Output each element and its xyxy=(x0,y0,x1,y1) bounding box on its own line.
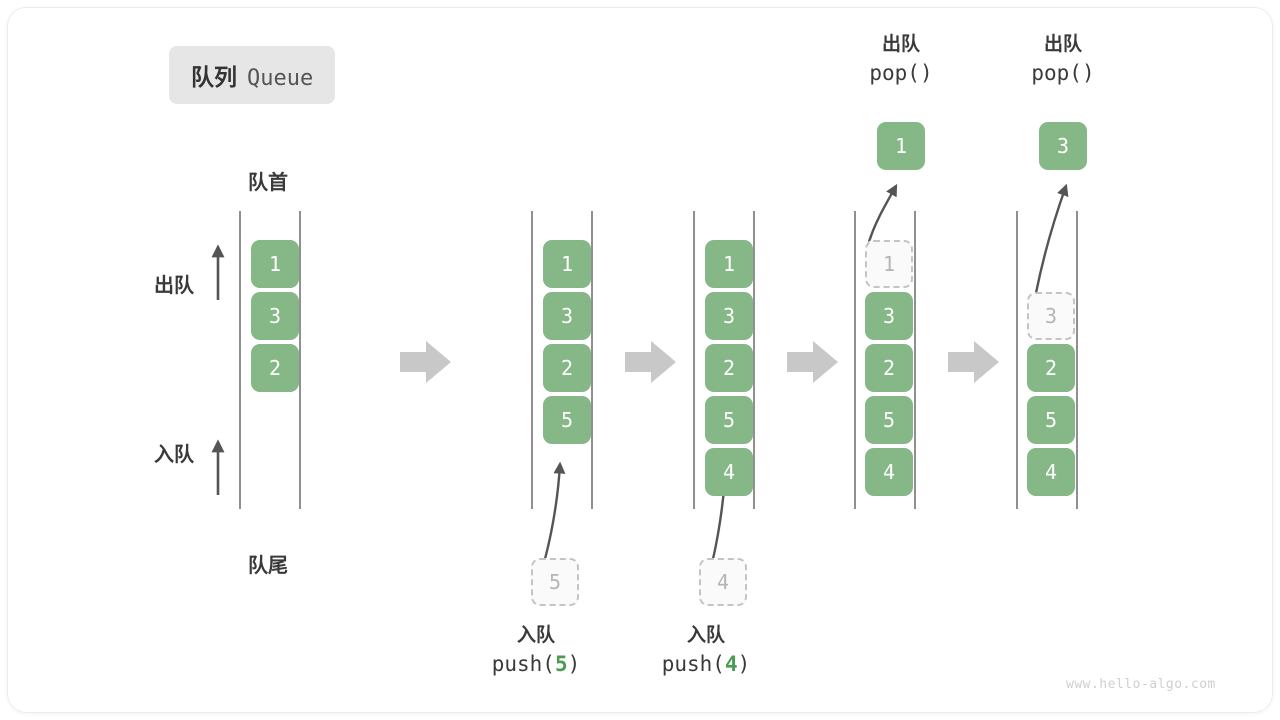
operation-fn: pop( xyxy=(869,61,920,85)
rails-column-3 xyxy=(693,211,755,509)
queue-cell: 2 xyxy=(705,344,753,392)
queue-cell: 1 xyxy=(543,240,591,288)
queue-cell-new: 5 xyxy=(543,396,591,444)
operation-label-pop-1: 出队 pop() xyxy=(811,32,991,88)
queue-cell: 5 xyxy=(865,396,913,444)
queue-cell: 5 xyxy=(705,396,753,444)
rails-column-4 xyxy=(854,211,916,509)
operation-arg: 4 xyxy=(724,652,738,676)
label-head: 队首 xyxy=(248,172,288,194)
removed-element-ghost: 3 xyxy=(1027,292,1075,340)
operation-code: push(5) xyxy=(456,649,616,679)
operation-fn-end: ) xyxy=(567,652,581,676)
pop-1-arrow xyxy=(867,183,898,243)
queue-cell: 2 xyxy=(543,344,591,392)
operation-label-push-5: 入队 push(5) xyxy=(456,623,616,679)
operation-label-push-4: 入队 push(4) xyxy=(626,623,786,679)
diagram-vectors xyxy=(211,183,1078,560)
operation-fn-end: ) xyxy=(1081,61,1095,85)
operation-cn: 出队 xyxy=(881,34,920,55)
operation-arg: 5 xyxy=(554,652,568,676)
title-en: Queue xyxy=(247,66,314,91)
diagram-stage: 队列 Queue 队首 队尾 出队 入队 xyxy=(8,8,1272,712)
removed-element-ghost: 1 xyxy=(865,240,913,288)
queue-cell: 3 xyxy=(865,292,913,340)
popped-element: 3 xyxy=(1039,122,1087,170)
queue-cell: 5 xyxy=(1027,396,1075,444)
operation-fn-end: ) xyxy=(737,652,751,676)
flow-arrow-4 xyxy=(948,341,999,383)
diagram-card: 队列 Queue 队首 队尾 出队 入队 xyxy=(8,8,1272,712)
flow-arrow-2 xyxy=(625,341,676,383)
queue-cell: 1 xyxy=(251,240,299,288)
flow-arrow-3 xyxy=(787,341,838,383)
queue-cell: 3 xyxy=(543,292,591,340)
title-cn: 队列 xyxy=(191,64,237,90)
label-enqueue: 入队 xyxy=(154,444,194,466)
operation-fn: push( xyxy=(661,652,725,676)
popped-element: 1 xyxy=(877,122,925,170)
queue-cell-new: 4 xyxy=(705,448,753,496)
queue-cell: 4 xyxy=(1027,448,1075,496)
operation-fn-end: ) xyxy=(919,61,933,85)
rails-column-5 xyxy=(1016,211,1078,509)
queue-cell: 3 xyxy=(705,292,753,340)
operation-code: push(4) xyxy=(626,649,786,679)
pop-2-arrow xyxy=(1034,183,1069,294)
rails-column-2 xyxy=(531,211,593,509)
flow-arrow-1 xyxy=(400,341,451,383)
queue-cell: 2 xyxy=(251,344,299,392)
operation-cn: 入队 xyxy=(516,625,555,646)
queue-cell: 3 xyxy=(251,292,299,340)
queue-cell: 1 xyxy=(705,240,753,288)
label-dequeue: 出队 xyxy=(154,275,194,297)
queue-cell: 4 xyxy=(865,448,913,496)
operation-fn: push( xyxy=(491,652,555,676)
rails-column-1 xyxy=(239,211,301,509)
operation-code: pop() xyxy=(973,58,1153,88)
incoming-element-ghost: 4 xyxy=(699,558,747,606)
queue-cell: 2 xyxy=(865,344,913,392)
operation-cn: 入队 xyxy=(686,625,725,646)
operation-code: pop() xyxy=(811,58,991,88)
label-tail: 队尾 xyxy=(248,555,288,577)
operation-label-pop-2: 出队 pop() xyxy=(973,32,1153,88)
operation-cn: 出队 xyxy=(1043,34,1082,55)
queue-cell: 2 xyxy=(1027,344,1075,392)
title-badge: 队列 Queue xyxy=(169,46,336,104)
watermark: www.hello-algo.com xyxy=(1066,677,1216,692)
incoming-element-ghost: 5 xyxy=(531,558,579,606)
push-5-arrow xyxy=(543,461,566,560)
operation-fn: pop( xyxy=(1031,61,1082,85)
